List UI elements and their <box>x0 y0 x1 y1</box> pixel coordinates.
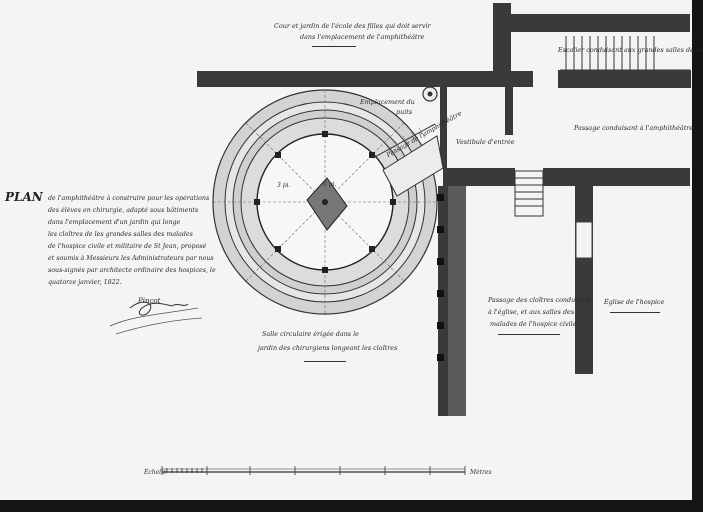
label-ring-b: 6 pi. <box>323 181 336 188</box>
label-cloister-2: à l'église, et aux salles des <box>488 308 575 316</box>
wall-cloister-gallery <box>448 186 466 416</box>
underline-church <box>610 312 660 313</box>
stair-right-top <box>560 36 690 70</box>
label-church: Église de l'hospice <box>604 298 665 306</box>
wall-vestibule-right <box>505 87 513 135</box>
wall-top-horizontal <box>197 71 533 87</box>
description-line-1: de l'amphithéâtre à construire pour les … <box>48 195 210 202</box>
entrance-corridor <box>382 135 444 197</box>
label-garden-top-1: Cour et jardin de l'école des filles qui… <box>274 22 431 30</box>
wall-right-horizontal <box>558 70 691 88</box>
label-hall-1: Salle circulaire érigée dans le <box>262 330 359 338</box>
wall-middle-right <box>543 168 690 186</box>
description-line-8: quatorze janvier, 1822. <box>48 279 122 286</box>
label-well-1: Emplacement du <box>360 98 415 106</box>
description-line-6: et soumis à Messieurs les Administrateur… <box>48 255 214 262</box>
label-garden-top-2: dans l'emplacement de l'amphithéâtre <box>300 33 425 41</box>
underline-hall <box>304 361 346 362</box>
label-stair-malades: Escalier conduisant aux grandes salles d… <box>558 46 703 54</box>
plan-title: PLAN <box>5 190 43 204</box>
stair-vestibule <box>514 170 544 217</box>
amphitheatre-plan: 3 pi. 6 pi. <box>212 86 444 315</box>
doorway-church <box>575 221 593 259</box>
wall-cloister-vertical <box>438 186 448 416</box>
signature-text: Pincot <box>138 297 161 305</box>
scale-label-right: Mètres <box>469 469 492 476</box>
wall-top-right <box>510 14 690 32</box>
description-line-2: des élèves en chirurgie, adapté sous bât… <box>48 207 199 214</box>
label-cloister-3: malades de l'hospice civile <box>490 320 577 328</box>
label-hall-2: jardin des chirurgiens longeant les cloî… <box>258 344 398 352</box>
label-vestibule: Vestibule d'entrée <box>456 138 515 146</box>
label-well-2: puits <box>396 108 413 116</box>
label-passage-amphi: Passage conduisant à l'amphithéâtre <box>574 124 694 132</box>
description-line-3: dans l'emplacement d'un jardin qui longe <box>48 219 181 226</box>
underline-garden-top <box>312 46 356 47</box>
description-line-7: sous-signés par architecte ordinaire des… <box>48 267 216 274</box>
description-line-4: les cloîtres de les grandes salles des m… <box>48 231 193 238</box>
wall-vestibule-left <box>440 87 447 169</box>
scale-label-left: Échelle <box>143 468 167 476</box>
scale-bar: Échelle Mètres <box>143 466 492 476</box>
wall-vertical-top <box>493 3 511 87</box>
description-line-5: de l'hospice civile et militaire de St J… <box>48 243 207 250</box>
label-ring-a: 3 pi. <box>277 182 290 189</box>
label-cloister-1: Passage des cloîtres conduisant <box>488 296 592 304</box>
wall-church-vertical <box>575 186 593 374</box>
underline-cloister <box>498 334 560 335</box>
wall-middle-horizontal <box>443 168 515 186</box>
architect-signature <box>109 301 203 335</box>
cloister-pillars <box>437 194 444 361</box>
